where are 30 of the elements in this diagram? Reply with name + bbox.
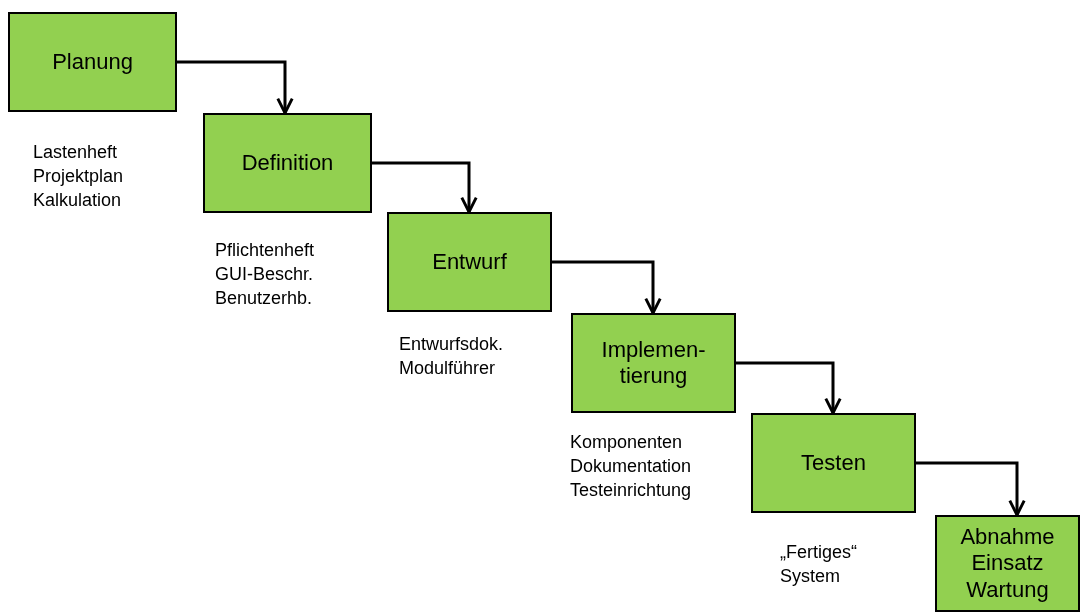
deliverable-text: Modulführer <box>399 357 497 380</box>
process-box <box>935 515 1080 612</box>
deliverable-text: Komponenten <box>570 431 684 454</box>
deliverable-text: Benutzerhb. <box>215 287 314 310</box>
step-label: Entwurf <box>432 248 507 276</box>
process-box <box>571 313 736 413</box>
process-box <box>387 212 552 312</box>
process-box <box>751 413 916 513</box>
deliverable-text: Pflichtenheft <box>215 239 315 262</box>
step-label: Planung <box>52 48 133 76</box>
arrow <box>552 260 662 315</box>
deliverable-text: Projektplan <box>33 165 124 188</box>
deliverable-text: Lastenheft <box>33 141 119 164</box>
arrow <box>736 361 842 415</box>
deliverable-text: Dokumentation <box>570 455 692 478</box>
deliverable-text: „Fertiges“ <box>780 541 857 564</box>
deliverable-text: Kalkulation <box>33 189 123 212</box>
deliverable-text: System <box>780 565 841 588</box>
deliverable-text: GUI-Beschr. <box>215 263 315 286</box>
arrow <box>372 161 478 214</box>
process-box <box>8 12 177 112</box>
step-label: Definition <box>241 149 334 177</box>
process-box <box>203 113 372 213</box>
step-label: Testen <box>801 449 866 477</box>
arrow <box>916 461 1026 517</box>
deliverable-text: Entwurfsdok. <box>399 333 504 356</box>
step-label: Implemen- tierung <box>600 336 707 390</box>
step-label: Abnahme Einsatz Wartung <box>959 523 1056 604</box>
arrow <box>177 60 294 115</box>
deliverable-text: Testeinrichtung <box>570 479 692 502</box>
